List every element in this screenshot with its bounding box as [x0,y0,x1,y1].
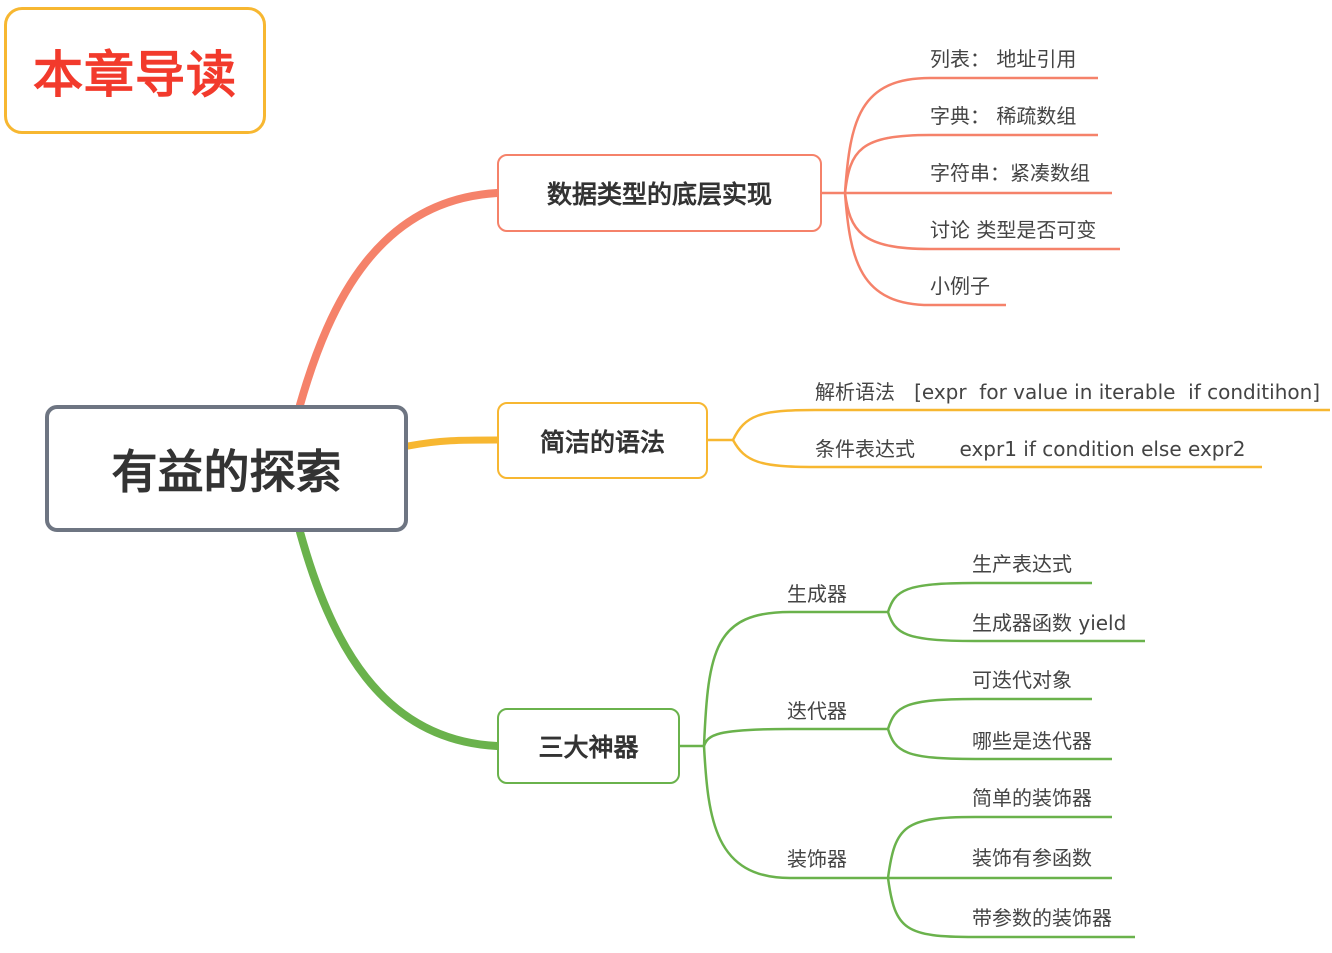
branch-3-connectors [680,581,1145,939]
chapter-guide-badge: 本章导读 [4,7,266,134]
leaf-comprehension-syntax[interactable]: 解析语法 [expr for value in iterable if cond… [815,380,1321,404]
connector-root-branch-1 [296,189,501,409]
leaf-conditional-expression[interactable]: 条件表达式 expr1 if condition else expr2 [815,437,1246,461]
branch-1-connectors [822,76,1120,307]
branch-node-concise-syntax[interactable]: 简洁的语法 [497,402,708,479]
root-node[interactable]: 有益的探索 [45,405,408,532]
group-generator[interactable]: 生成器 [787,582,847,606]
branch-2-connectors [708,408,1330,469]
branch-node-three-tools[interactable]: 三大神器 [497,708,680,784]
leaf-decorate-param-function[interactable]: 装饰有参函数 [972,846,1092,870]
leaf-iterable-object[interactable]: 可迭代对象 [972,668,1072,692]
leaf-dict-sparse[interactable]: 字典： 稀疏数组 [930,104,1077,128]
connector-root-branch-3 [296,528,501,750]
chapter-guide-title: 本章导读 [33,45,237,104]
group-iterator[interactable]: 迭代器 [787,699,847,723]
leaf-generator-expression[interactable]: 生产表达式 [972,552,1072,576]
connector-root-branch-2 [404,436,501,450]
leaf-list-address[interactable]: 列表： 地址引用 [930,47,1077,71]
group-decorator[interactable]: 装饰器 [787,847,847,871]
leaf-mutable-discussion[interactable]: 讨论 类型是否可变 [930,218,1097,242]
leaf-simple-decorator[interactable]: 简单的装饰器 [972,786,1092,810]
leaf-string-compact[interactable]: 字符串：紧凑数组 [930,161,1090,185]
leaf-small-example[interactable]: 小例子 [930,274,990,298]
leaf-parameterized-decorator[interactable]: 带参数的装饰器 [972,906,1112,930]
branch-node-data-types[interactable]: 数据类型的底层实现 [497,154,822,232]
leaf-which-iterators[interactable]: 哪些是迭代器 [972,729,1092,753]
leaf-generator-function[interactable]: 生成器函数 yield [972,611,1127,635]
